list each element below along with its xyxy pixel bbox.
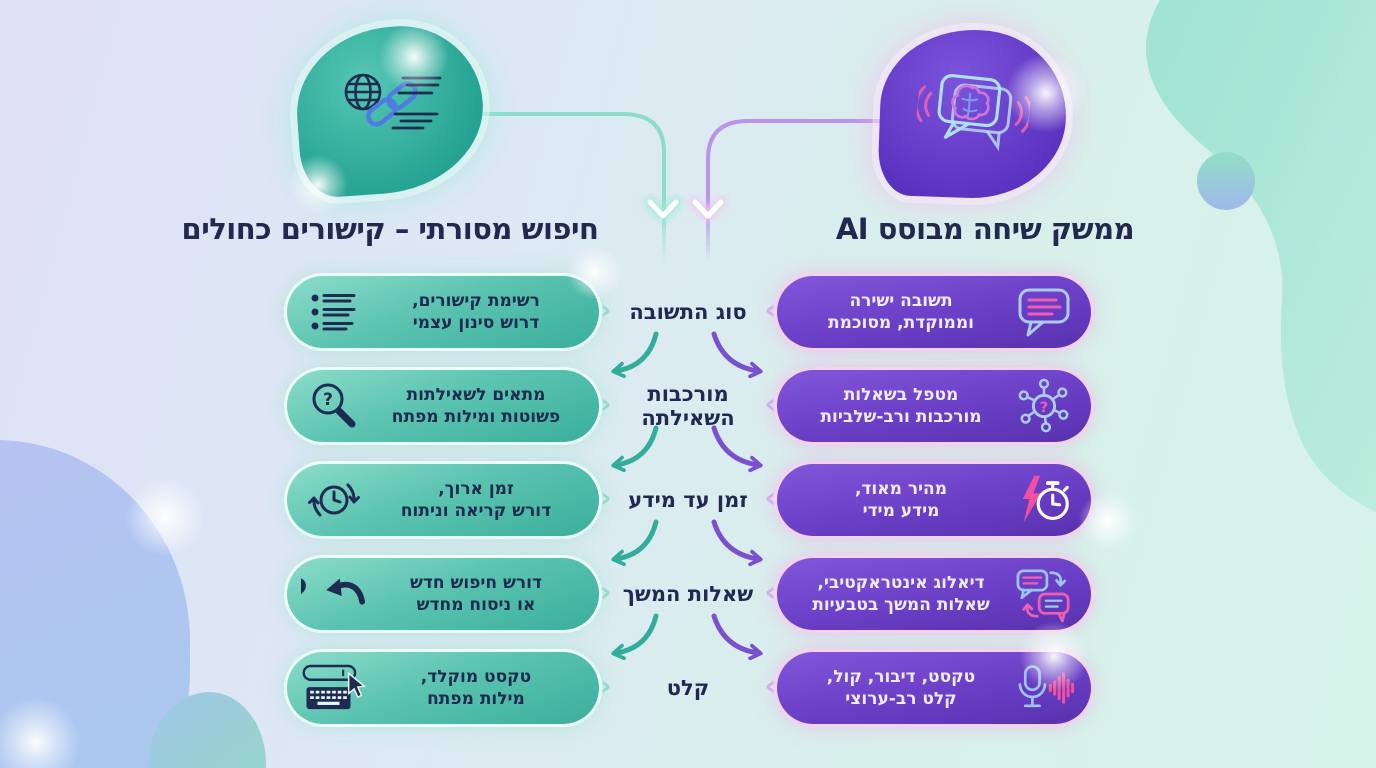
category-follow-up: ‹ שאלות המשך › [600,574,776,608]
stopwatch-bolt-icon [1011,471,1077,529]
pill-text: מהיר מאוד,מידע מידי [854,478,948,521]
chat-exchange-icon [1011,565,1077,623]
microphone-wave-icon [1011,660,1077,716]
ai-pill-input: טקסט, דיבור, קול,קלט רב-ערוצי [777,652,1091,724]
chevron-right-icon: › [764,292,776,326]
magnifier-question-icon: ? [301,378,367,434]
globe-link-icon [344,73,442,130]
pill-text: טקסט מוקלד,מילות מפתח [420,666,532,709]
ai-pill-follow-up: דיאלוג אינטראקטיבי,שאלות המשך בטבעיות [777,558,1091,630]
chevron-right-icon: › [764,480,776,514]
ai-title: ממשק שיחה מבוסס AI [835,212,1135,246]
chevron-left-icon: ‹ [600,574,612,608]
chevron-right-icon: › [764,668,776,702]
chevron-right-icon: › [764,386,776,420]
chat-brain-icon [914,74,1033,151]
pill-text: רשימת קישורים,דרוש סינון עצמי [412,290,540,333]
bullet-list-icon [301,284,367,340]
traditional-pill-answer-type: רשימת קישורים,דרוש סינון עצמי [287,276,599,348]
chat-lines-icon [1011,284,1077,340]
traditional-title: חיפוש מסורתי – קישורים כחולים [181,212,599,246]
chevron-left-icon: ‹ [600,480,612,514]
chevron-left-icon: ‹ [600,292,612,326]
svg-text:?: ? [301,570,309,622]
traditional-pill-time-to-info: זמן ארוך,דורש קריאה וניתוח [287,464,599,536]
pill-text: דיאלוג אינטראקטיבי,שאלות המשך בטבעיות [812,572,990,615]
background-mint-blob [1145,0,1376,512]
purple-down-chevron-icon [689,196,727,222]
ai-chat-blob [877,26,1069,202]
category-answer-type: ‹ סוג התשובה › [600,292,776,326]
pill-text: זמן ארוך,דורש קריאה וניתוח [400,478,552,521]
ai-pill-time-to-info: מהיר מאוד,מידע מידי [777,464,1091,536]
chevron-right-icon: › [764,574,776,608]
keyboard-cursor-icon [301,660,367,716]
chevron-left-icon: ‹ [600,668,612,702]
teal-down-chevron-icon [644,196,682,222]
pill-text: טקסט, דיבור, קול,קלט רב-ערוצי [826,666,976,709]
question-undo-icon: ? [301,566,367,622]
background-circle [1197,152,1255,210]
traditional-pill-input: טקסט מוקלד,מילות מפתח [287,652,599,724]
category-time-to-info: ‹ זמן עד מידע › [600,480,776,514]
chevron-left-icon: ‹ [600,386,612,420]
svg-text:?: ? [323,390,333,410]
traditional-search-blob [291,20,489,200]
network-question-icon: ? [1011,377,1077,435]
svg-text:?: ? [1040,400,1048,416]
clock-refresh-icon [301,472,367,528]
category-input: ‹ קלט › [600,668,776,702]
